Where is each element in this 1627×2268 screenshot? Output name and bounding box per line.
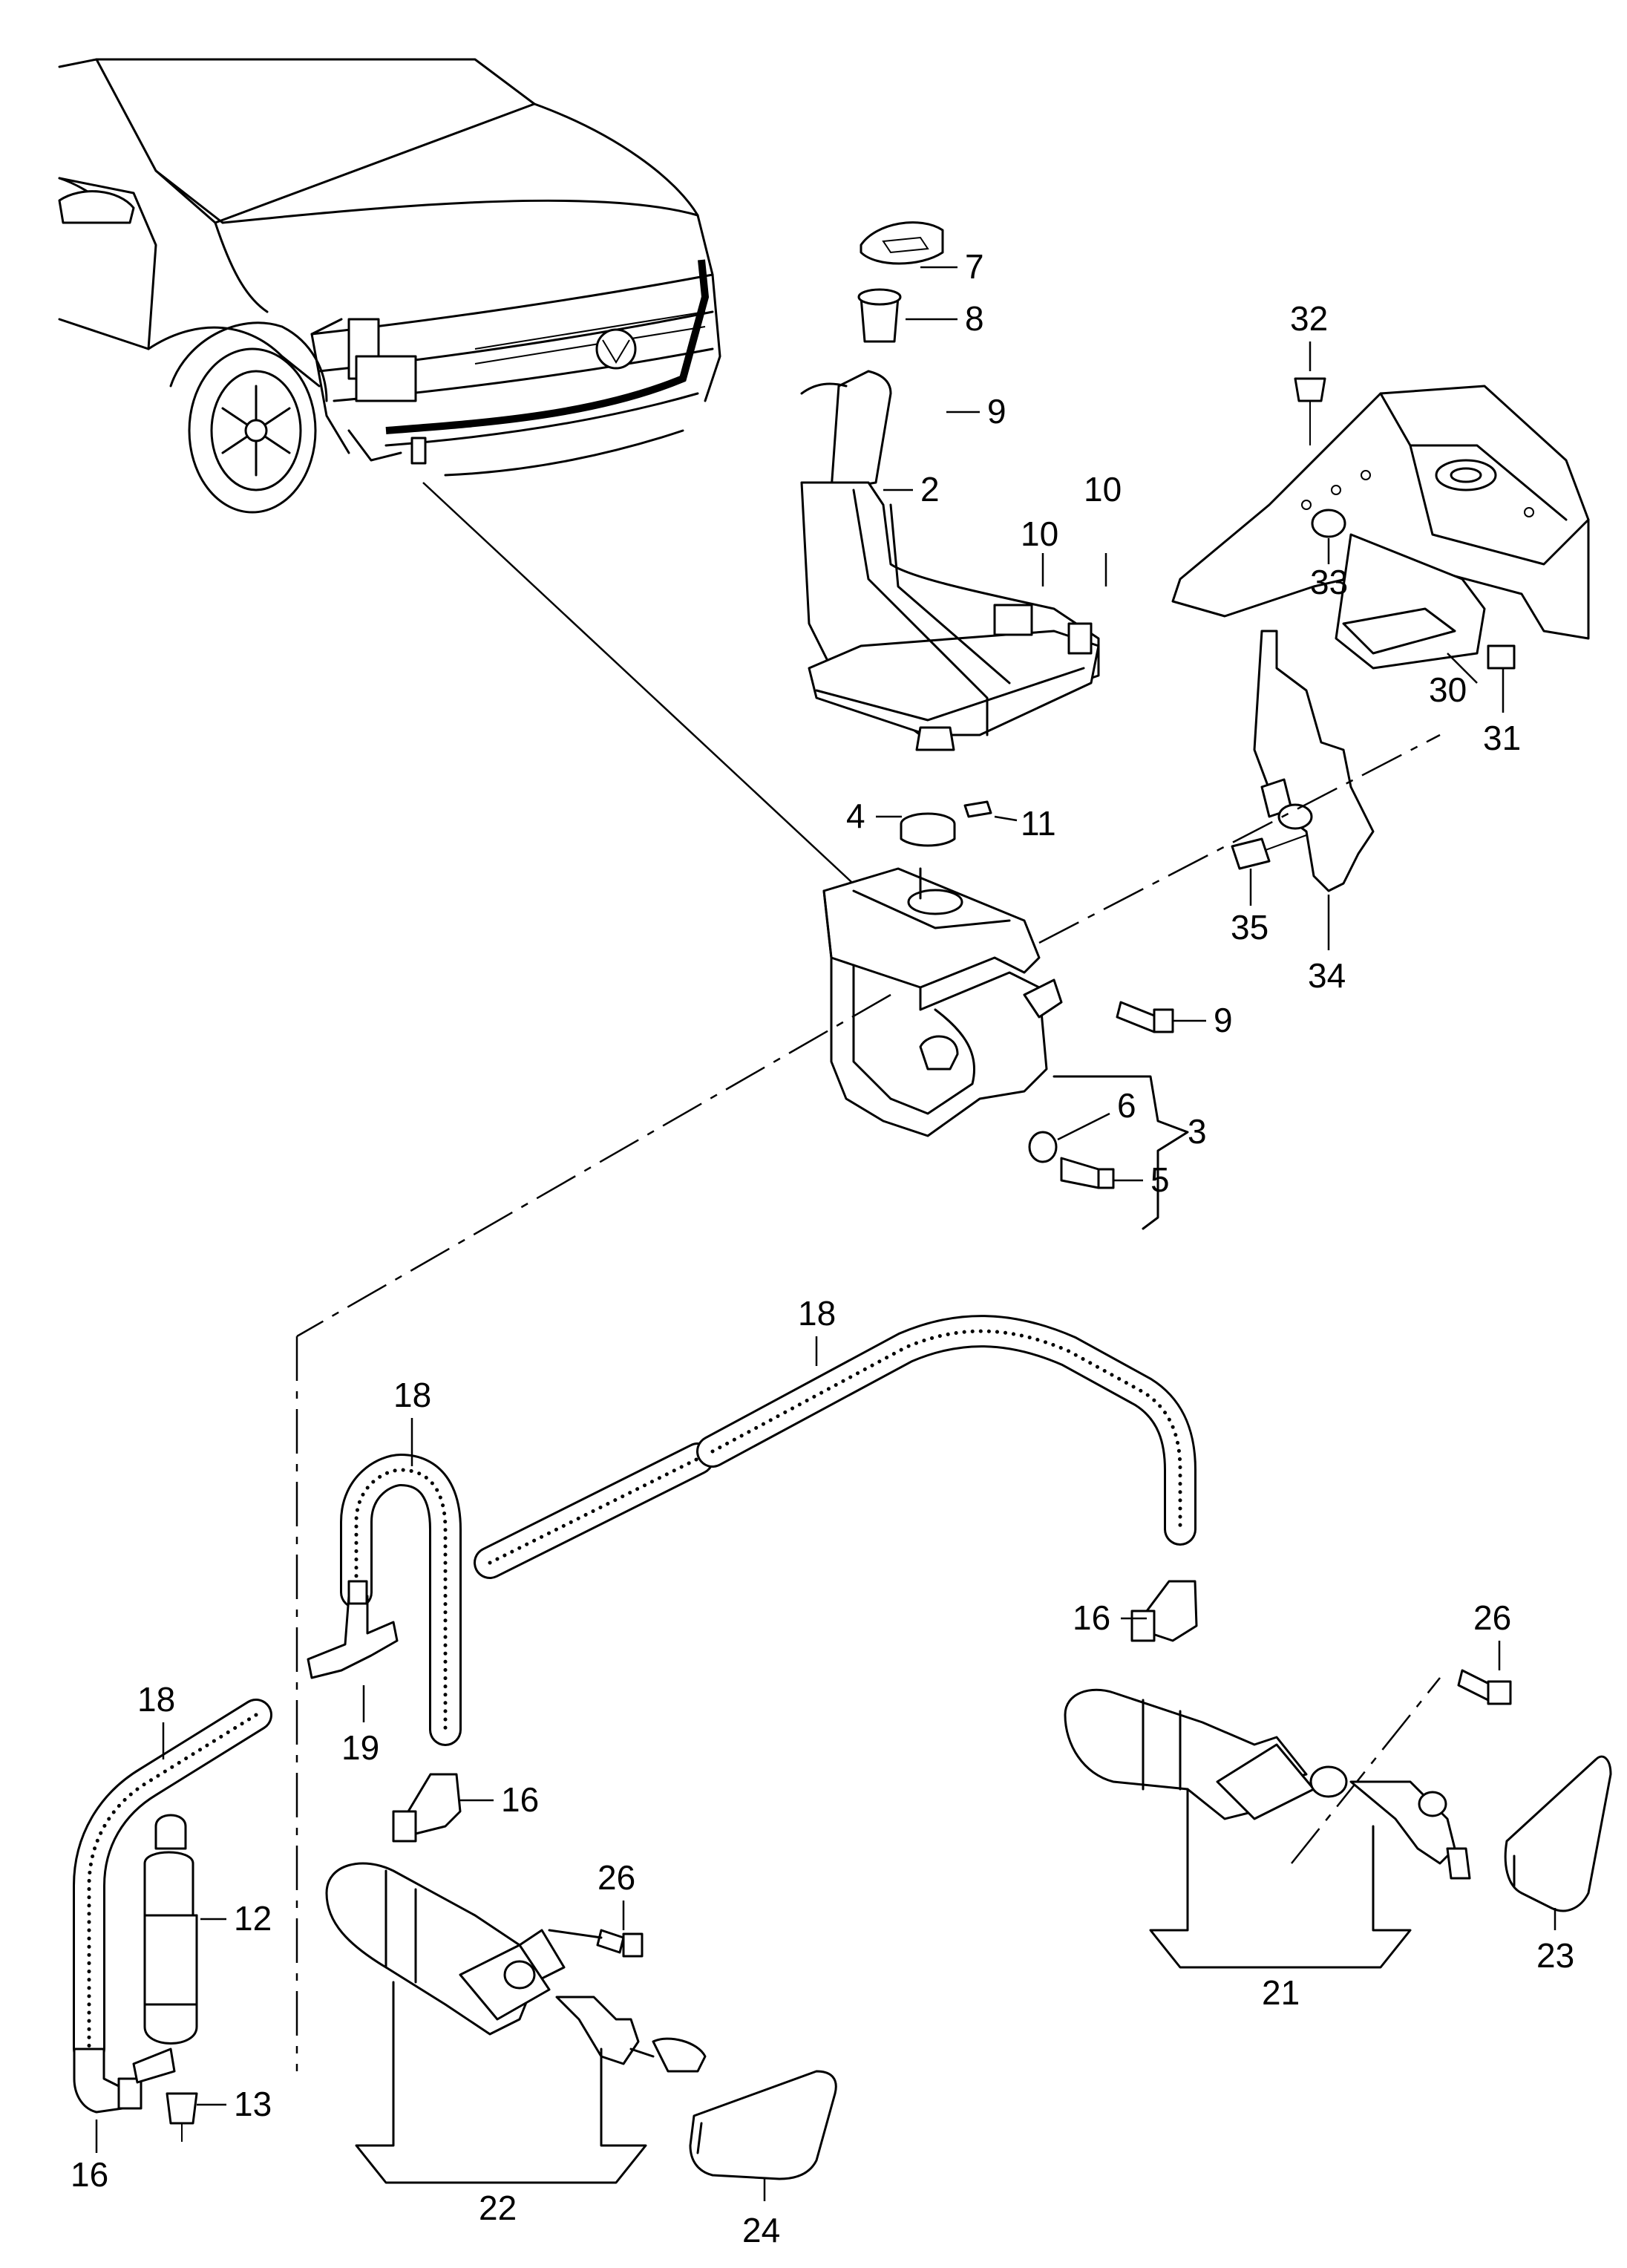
callout-10-right: 10 <box>1084 470 1122 509</box>
callout-6: 6 <box>1117 1086 1136 1125</box>
reservoir-lower-housing <box>822 867 1189 1230</box>
left-headlamp-washer-unit <box>325 1862 707 2184</box>
callout-2: 2 <box>920 470 940 509</box>
callout-labels: 7 8 9 2 10 10 4 11 9 6 3 5 32 33 30 31 3… <box>71 247 1574 2249</box>
callout-30: 30 <box>1429 670 1467 709</box>
alignment-lines <box>295 733 1441 2071</box>
leader-car-to-reservoir <box>422 482 862 892</box>
callout-9-lower: 9 <box>1214 1001 1233 1039</box>
callout-4: 4 <box>846 797 865 835</box>
callout-16-right: 16 <box>1073 1598 1110 1637</box>
callout-16-left: 16 <box>71 2155 108 2194</box>
left-washer-cover-cap <box>689 2070 837 2180</box>
right-headlamp-washer-unit <box>1064 1669 1612 1969</box>
callout-11: 11 <box>1021 804 1056 843</box>
callout-26-right: 26 <box>1473 1598 1511 1637</box>
callout-7: 7 <box>965 247 984 286</box>
callout-35: 35 <box>1231 908 1268 947</box>
callout-13: 13 <box>234 2085 272 2123</box>
callout-5: 5 <box>1150 1160 1170 1199</box>
callout-23: 23 <box>1536 1936 1574 1975</box>
callout-3: 3 <box>1188 1112 1207 1151</box>
callout-12: 12 <box>234 1899 272 1938</box>
callout-31: 31 <box>1483 719 1521 757</box>
callout-34: 34 <box>1308 956 1346 995</box>
callout-10-left: 10 <box>1021 514 1058 553</box>
washer-pump <box>132 1814 198 2142</box>
callout-22: 22 <box>479 2189 517 2227</box>
callout-8: 8 <box>965 299 984 338</box>
callout-18-left: 18 <box>137 1680 175 1719</box>
callout-leader-lines <box>95 266 1556 2201</box>
callout-9-upper: 9 <box>987 392 1006 431</box>
callout-18-top: 18 <box>798 1294 836 1333</box>
callout-33: 33 <box>1310 563 1348 601</box>
callout-16-center: 16 <box>501 1780 539 1819</box>
vehicle-front-illustration <box>58 58 721 514</box>
mounting-bracket-assembly <box>1171 377 1590 892</box>
hose-connectors <box>73 1580 1198 2114</box>
callout-32: 32 <box>1290 299 1328 338</box>
callout-24: 24 <box>742 2211 780 2249</box>
callout-26-left: 26 <box>598 1858 635 1897</box>
callout-18-middle: 18 <box>393 1376 431 1414</box>
callout-21: 21 <box>1262 1973 1300 2012</box>
washer-hoses <box>73 1315 1196 2065</box>
callout-19: 19 <box>341 1728 379 1767</box>
filler-neck-assembly <box>800 221 1100 847</box>
